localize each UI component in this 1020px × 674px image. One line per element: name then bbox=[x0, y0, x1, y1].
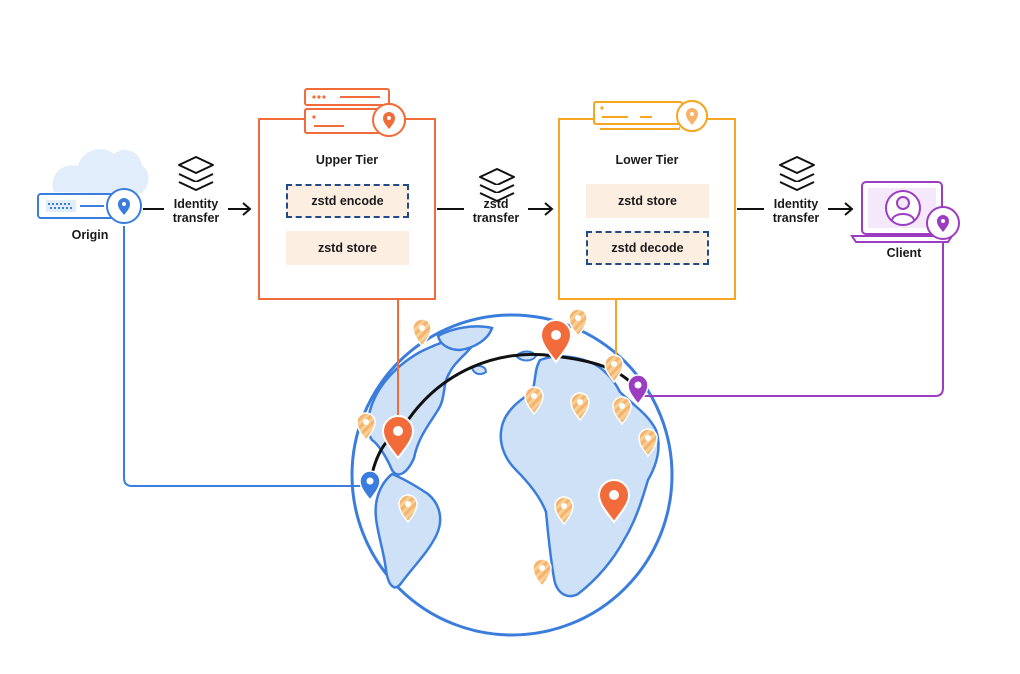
continent-south-america bbox=[374, 472, 442, 589]
edge-label-line1: zstd bbox=[483, 197, 509, 211]
origin-connector bbox=[123, 226, 362, 487]
origin-label: Origin bbox=[71, 228, 109, 242]
edge-label-origin-upper: Identity transfer bbox=[166, 197, 226, 225]
edge-label-upper-lower: zstd transfer bbox=[466, 197, 526, 225]
upper-tier-title: Upper Tier bbox=[315, 153, 379, 167]
client-location-icon bbox=[627, 374, 649, 406]
upper-op-encode: zstd encode bbox=[286, 184, 409, 218]
origin-server-icon bbox=[37, 193, 131, 219]
edge-label-line2: transfer bbox=[772, 211, 820, 225]
lower-op-decode: zstd decode bbox=[586, 231, 709, 265]
edge-label-line1: Identity bbox=[773, 197, 819, 211]
edge-label-lower-client: Identity transfer bbox=[766, 197, 826, 225]
continent-greenland bbox=[436, 325, 494, 352]
client-pin-icon bbox=[926, 206, 960, 240]
arrow-right-icon bbox=[143, 202, 252, 216]
origin-location-icon bbox=[359, 470, 381, 502]
cloud-icon bbox=[52, 149, 149, 194]
client-label: Client bbox=[886, 246, 922, 260]
layers-icon bbox=[779, 156, 815, 191]
client-connector bbox=[640, 236, 944, 397]
origin-pin-icon bbox=[106, 188, 142, 224]
arrow-right-icon bbox=[737, 202, 854, 216]
lower-tier-title: Lower Tier bbox=[615, 153, 679, 167]
globe-icon bbox=[350, 313, 674, 637]
edge-label-line2: transfer bbox=[172, 211, 220, 225]
user-icon bbox=[885, 190, 921, 226]
edge-label-line2: transfer bbox=[472, 211, 520, 225]
edge-label-line1: Identity bbox=[173, 197, 219, 211]
layers-icon bbox=[479, 168, 515, 202]
arrow-right-icon bbox=[437, 202, 554, 216]
layers-icon bbox=[178, 156, 214, 191]
upper-op-store: zstd store bbox=[286, 231, 409, 265]
lower-op-store: zstd store bbox=[586, 184, 709, 218]
